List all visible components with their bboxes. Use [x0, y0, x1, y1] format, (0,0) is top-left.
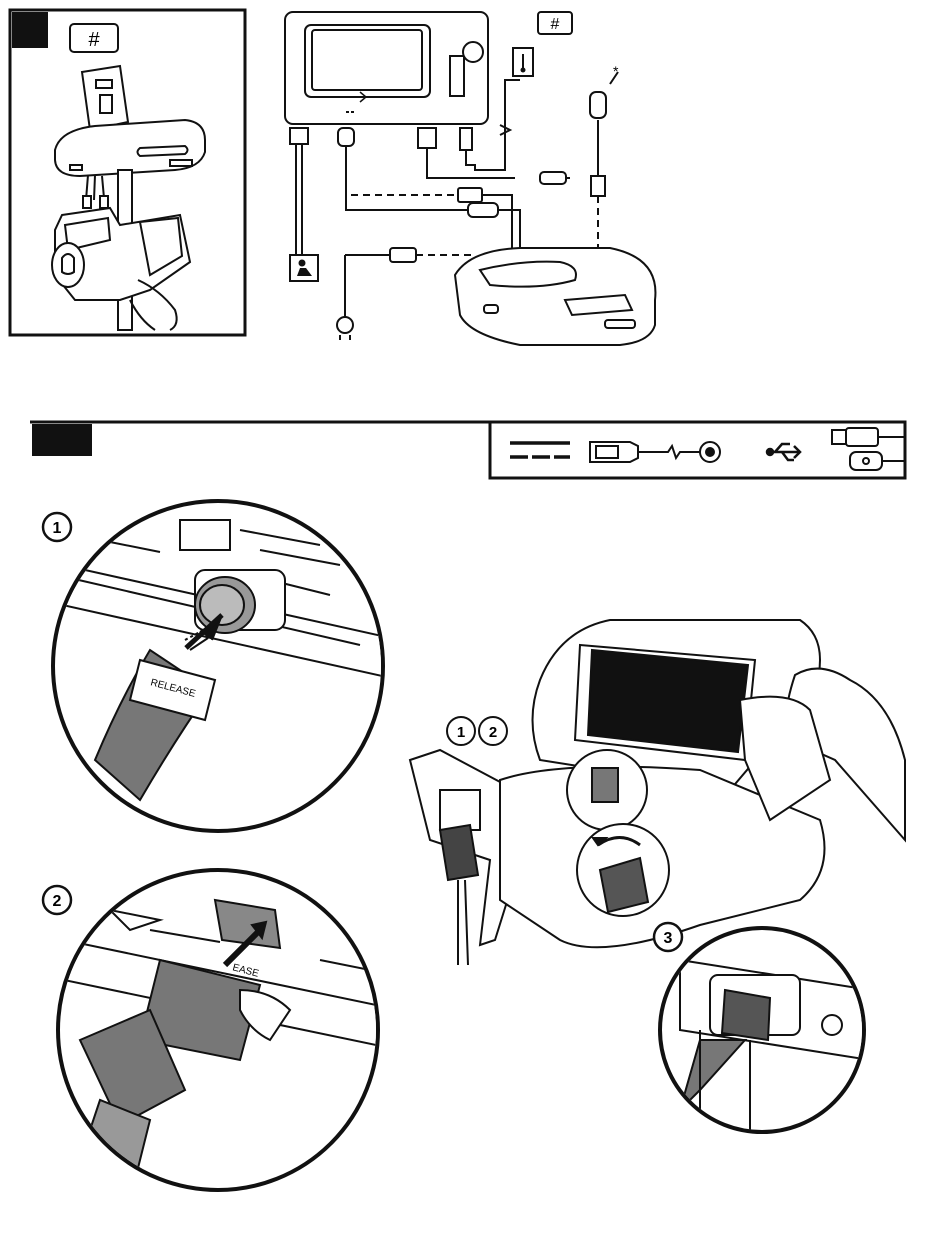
callout-badge-label: # [551, 16, 560, 33]
step-badge-dark [12, 12, 48, 48]
asterisk-note: * [613, 63, 619, 79]
base-station [455, 248, 655, 345]
step1-zoom: 1 RELEASE [40, 501, 400, 831]
stand-panel: # [10, 10, 245, 335]
step2-main-label: 2 [489, 724, 497, 741]
step2-zoom: 2 EASE [40, 870, 400, 1200]
step2-marker-label: 2 [53, 893, 62, 910]
device-on-stand [410, 620, 905, 965]
stand-mount-plate [82, 66, 128, 130]
number-badge-label: # [88, 29, 100, 51]
section-header [30, 422, 905, 478]
connection-diagram: # [285, 12, 655, 345]
step3-marker-label: 3 [664, 930, 673, 947]
step3-zoom: 3 [654, 923, 870, 1140]
step-badge-dark-2 [32, 424, 92, 456]
step1-marker-label: 1 [53, 520, 62, 537]
monitor-unit [285, 12, 488, 124]
step1-main-label: 1 [457, 724, 465, 741]
